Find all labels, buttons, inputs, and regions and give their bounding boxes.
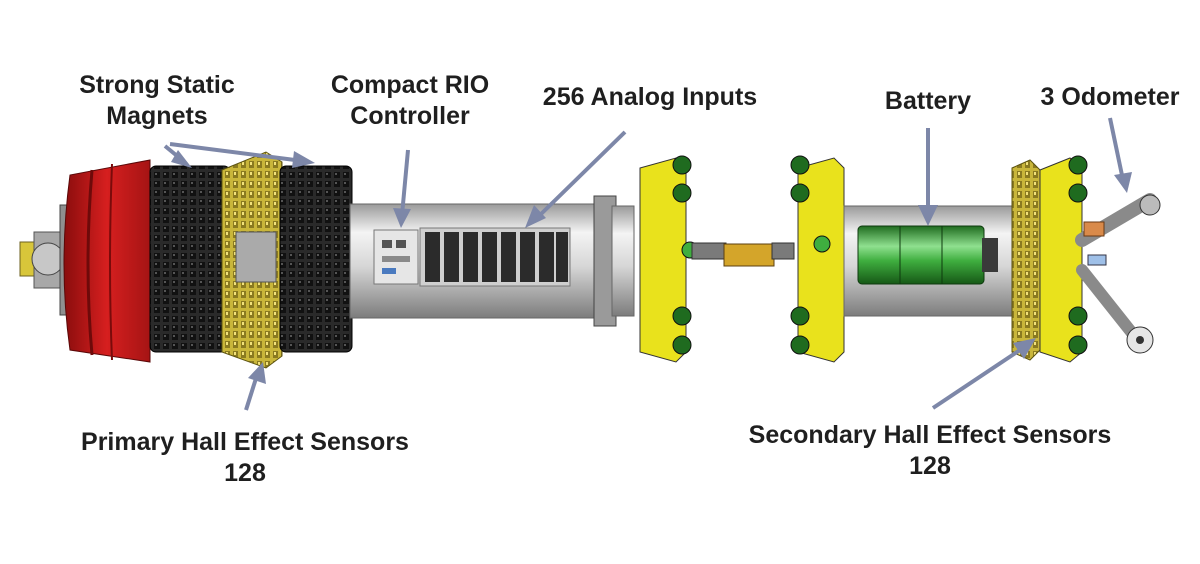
label-battery: Battery bbox=[868, 86, 988, 117]
arrow-battery bbox=[918, 128, 938, 226]
universal-joint bbox=[691, 242, 795, 267]
odometer-arms bbox=[1075, 193, 1161, 354]
label-strong-static-magnets: Strong Static Magnets bbox=[62, 70, 252, 132]
io-modules bbox=[419, 227, 571, 287]
label-analog-inputs-text: 256 Analog Inputs bbox=[542, 83, 758, 111]
label-odometer: 3 Odometer bbox=[1025, 82, 1195, 113]
callout-arrows bbox=[163, 117, 1132, 411]
label-magnets-line2: Magnets bbox=[106, 102, 208, 130]
label-compact-rio-controller: Compact RIO Controller bbox=[315, 70, 505, 132]
label-primary-line1: Primary Hall Effect Sensors bbox=[81, 428, 409, 456]
arrow-secondary-sensors bbox=[931, 338, 1036, 410]
arrow-controller bbox=[393, 149, 411, 228]
magnet-block-rear bbox=[279, 165, 353, 353]
battery-cylinder bbox=[843, 205, 1015, 317]
arrow-magnets-a bbox=[163, 144, 192, 168]
label-primary-hall-effect-sensors: Primary Hall Effect Sensors 128 bbox=[60, 427, 430, 489]
arrow-primary-sensors bbox=[244, 362, 266, 411]
electronics-cylinder bbox=[349, 195, 635, 327]
wheel-flange-2 bbox=[790, 155, 845, 363]
wheel-flange-1 bbox=[639, 155, 699, 363]
primary-sensor-ring bbox=[221, 151, 283, 369]
label-secondary-line2: 128 bbox=[909, 452, 951, 480]
label-analog-inputs: 256 Analog Inputs bbox=[520, 82, 780, 113]
label-primary-line2: 128 bbox=[224, 459, 266, 487]
magnet-block-front bbox=[149, 165, 231, 353]
red-cup bbox=[63, 159, 151, 363]
label-secondary-hall-effect-sensors: Secondary Hall Effect Sensors 128 bbox=[735, 420, 1125, 482]
arrow-odometer bbox=[1108, 117, 1132, 193]
label-secondary-line1: Secondary Hall Effect Sensors bbox=[748, 421, 1112, 449]
secondary-sensor-ring bbox=[1011, 159, 1041, 361]
label-magnets-line1: Strong Static bbox=[79, 71, 235, 99]
label-controller-line2: Controller bbox=[350, 102, 470, 130]
wheel-flange-3 bbox=[1039, 155, 1088, 363]
arrow-analog-inputs bbox=[525, 130, 627, 228]
label-controller-line1: Compact RIO bbox=[330, 71, 490, 99]
label-odometer-text: 3 Odometer bbox=[1040, 83, 1180, 111]
arrow-magnets-b bbox=[169, 142, 315, 168]
label-battery-text: Battery bbox=[884, 87, 972, 115]
